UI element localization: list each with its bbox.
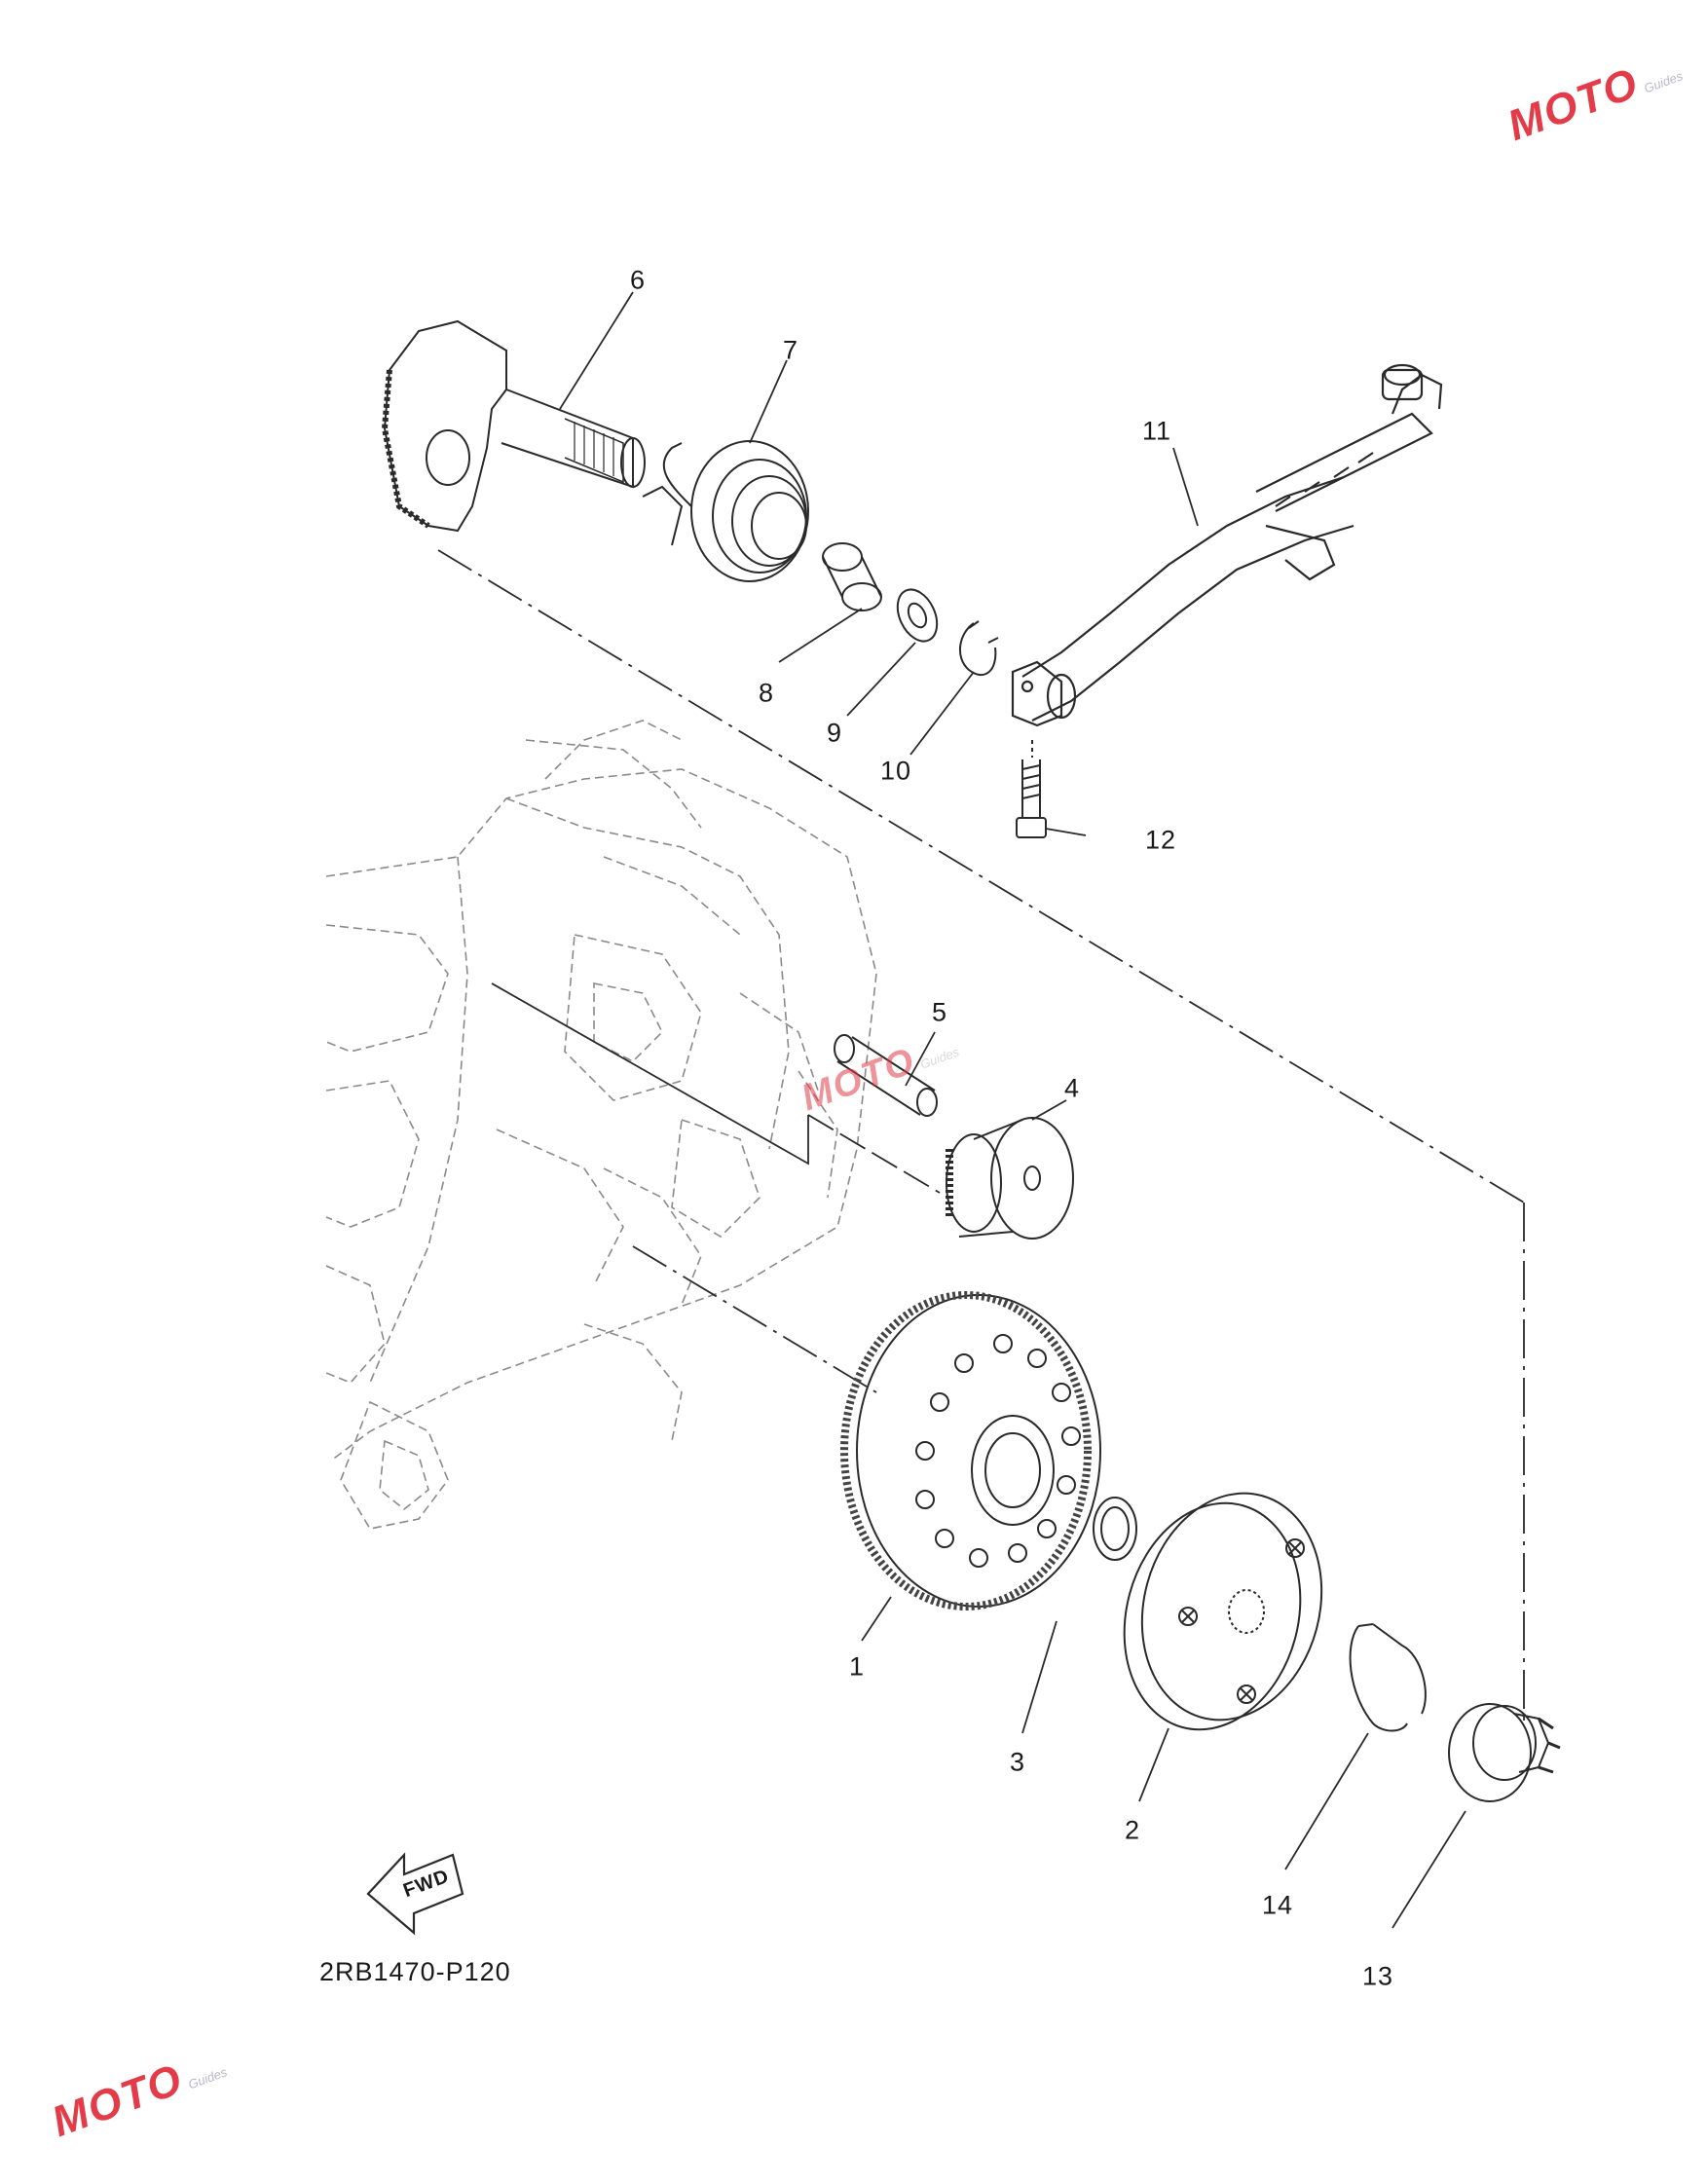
watermark-subtext: Guides	[186, 2064, 230, 2092]
part-11-kick-lever	[1013, 365, 1441, 725]
part-label-1: 1	[848, 1651, 866, 1682]
part-9-washer	[890, 583, 945, 648]
part-label-14: 14	[1261, 1890, 1294, 1920]
part-12-bolt	[1017, 740, 1046, 837]
part-13-drive-pinion	[1449, 1704, 1560, 1801]
part-10-circlip	[960, 621, 998, 675]
part-label-6: 6	[629, 265, 647, 295]
part-2-ratchet-plate	[1099, 1473, 1346, 1750]
leader-lines	[560, 292, 1466, 1928]
figure-code: 2RB1470-P120	[319, 1957, 511, 1986]
watermark-subtext: Guides	[1642, 68, 1686, 96]
part-label-8: 8	[758, 678, 775, 708]
part-label-5: 5	[931, 997, 948, 1027]
part-14-spring-clip	[1351, 1624, 1426, 1731]
part-5-pin	[835, 1035, 937, 1116]
part-8-collar	[823, 543, 881, 611]
part-label-7: 7	[782, 335, 799, 365]
part-1-drive-gear	[844, 1295, 1100, 1607]
part-label-10: 10	[879, 756, 912, 786]
part-label-4: 4	[1063, 1073, 1081, 1103]
fwd-arrow-icon	[368, 1855, 463, 1933]
part-label-2: 2	[1124, 1815, 1141, 1845]
part-4-pinion-gear	[946, 1118, 1073, 1239]
part-label-12: 12	[1144, 825, 1177, 855]
part-label-9: 9	[826, 718, 843, 748]
part-7-spring	[643, 441, 808, 581]
part-label-13: 13	[1361, 1961, 1394, 1991]
part-6-kick-gear	[385, 321, 645, 531]
part-label-11: 11	[1141, 416, 1172, 446]
part-label-3: 3	[1009, 1747, 1026, 1777]
part-3-washer	[1094, 1498, 1136, 1560]
crankcase-outline	[326, 721, 876, 1529]
assembly-axis-lines	[438, 550, 1524, 1723]
